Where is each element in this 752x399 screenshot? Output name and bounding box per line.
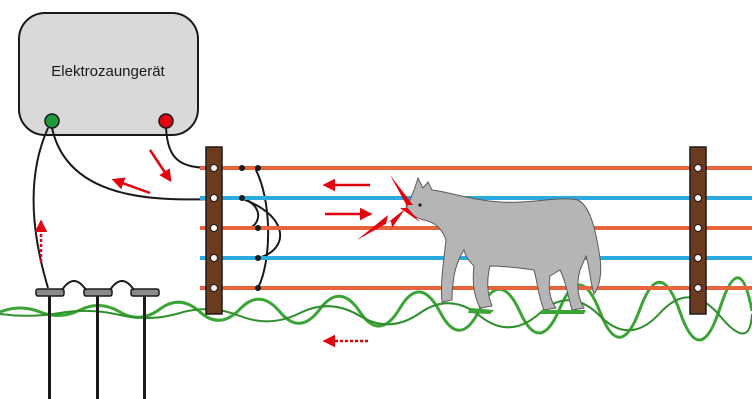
bridge-cable-mid <box>241 197 260 229</box>
energizer-label: Elektrozaungerät <box>51 63 165 80</box>
wolf-icon <box>405 176 602 314</box>
cable-junctions <box>239 165 261 291</box>
connection-cables <box>32 127 282 289</box>
current-arrows <box>34 149 373 348</box>
ground-rods <box>35 280 160 399</box>
fence-post-left <box>205 146 223 315</box>
ground-rod-icon <box>130 288 160 399</box>
ground-terminal <box>44 113 60 129</box>
rod-jumper-cables <box>61 280 135 291</box>
arrow-ground-left <box>111 177 151 195</box>
ground-cable-to-rods <box>32 127 49 289</box>
ground-rod-icon <box>35 288 65 399</box>
arrow-live-down <box>148 149 172 183</box>
fence-post-right <box>689 146 707 315</box>
grass-ground-line <box>0 276 752 342</box>
live-terminal <box>158 113 174 129</box>
lightning-spark-icon <box>357 175 420 240</box>
ground-rod-icon <box>83 288 113 399</box>
energizer-box: Elektrozaungerät <box>18 12 199 136</box>
